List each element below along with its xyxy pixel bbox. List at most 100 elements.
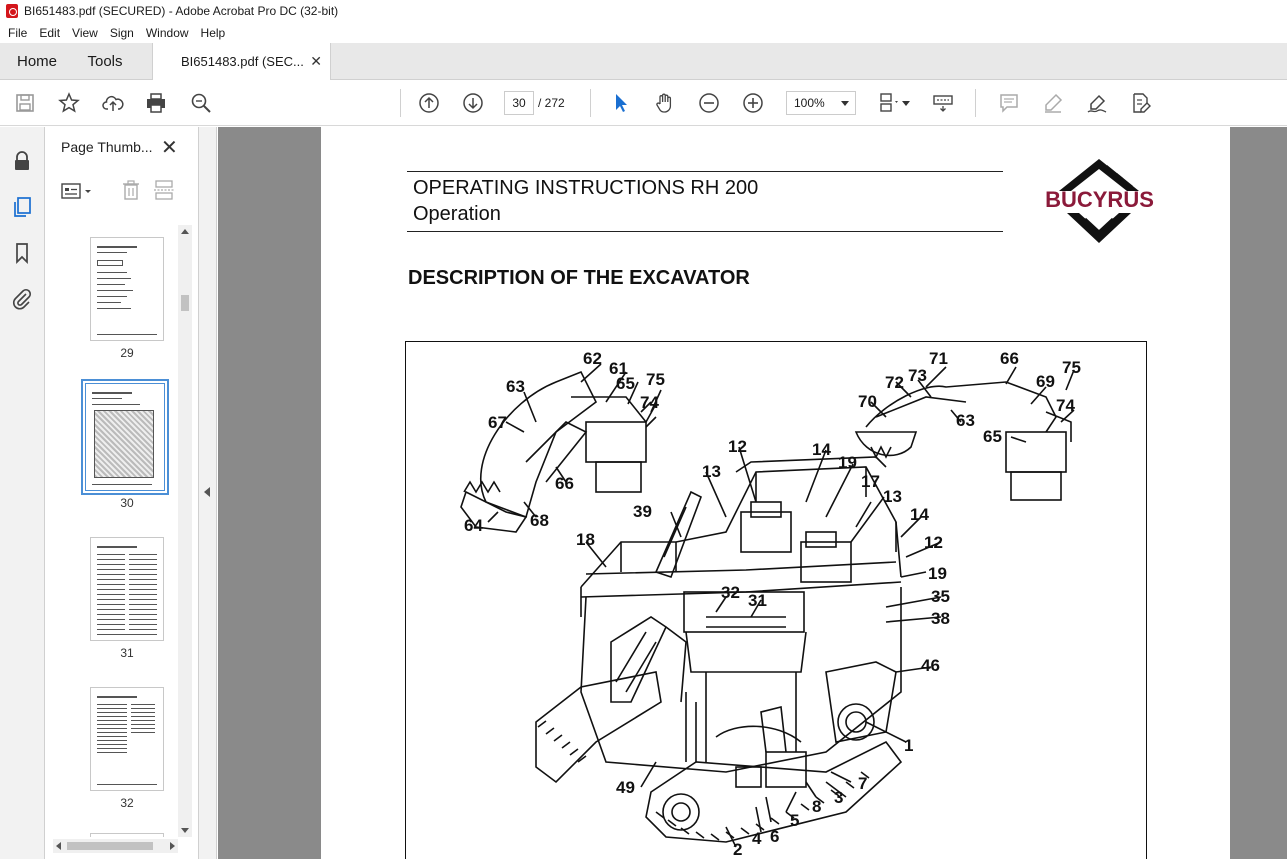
delete-trash-icon[interactable] xyxy=(121,179,141,201)
page-thumbnail[interactable] xyxy=(90,687,164,791)
scrollbar-thumb[interactable] xyxy=(67,842,153,850)
callout-label: 38 xyxy=(931,609,950,628)
callout-label: 66 xyxy=(1000,349,1019,368)
page-thumbnail[interactable] xyxy=(90,237,164,341)
callout-label: 39 xyxy=(633,502,652,521)
callout-label: 14 xyxy=(910,505,929,524)
lock-icon[interactable] xyxy=(10,149,34,173)
thumbnail-options-icon[interactable] xyxy=(61,181,97,201)
chevron-down-icon[interactable] xyxy=(902,101,910,106)
select-cursor-icon[interactable] xyxy=(609,91,633,115)
callout-label: 35 xyxy=(931,587,950,606)
upload-cloud-icon[interactable] xyxy=(101,91,125,115)
edit-document-icon[interactable] xyxy=(1129,91,1153,115)
toolbar-separator xyxy=(400,89,401,117)
zoom-in-icon[interactable] xyxy=(741,91,765,115)
print-icon[interactable] xyxy=(144,91,168,115)
sign-pen-icon[interactable] xyxy=(1085,91,1109,115)
callout-label: 68 xyxy=(530,511,549,530)
bookmark-star-icon[interactable] xyxy=(57,91,81,115)
callout-label: 4 xyxy=(752,829,762,848)
callout-label: 6 xyxy=(770,827,780,846)
callout-label: 63 xyxy=(506,377,525,396)
page-thumbnail[interactable] xyxy=(90,833,164,837)
callout-label: 64 xyxy=(464,516,483,535)
excavator-illustration xyxy=(460,363,1075,848)
title-bar: BI651483.pdf (SECURED) - Adobe Acrobat P… xyxy=(0,0,1287,22)
document-header-title: OPERATING INSTRUCTIONS RH 200 xyxy=(413,177,759,199)
callout-label: 13 xyxy=(883,487,902,506)
tab-home[interactable]: Home xyxy=(16,53,57,70)
toolbar-separator xyxy=(975,89,976,117)
menu-edit[interactable]: Edit xyxy=(39,25,61,40)
thumbnail-tools xyxy=(45,177,178,205)
attachment-paperclip-icon[interactable] xyxy=(10,287,34,311)
menu-sign[interactable]: Sign xyxy=(109,25,134,40)
callout-label: 69 xyxy=(1036,372,1055,391)
zoom-search-icon[interactable] xyxy=(189,91,213,115)
menu-view[interactable]: View xyxy=(72,25,98,40)
tab-document[interactable]: BI651483.pdf (SEC... ✕ xyxy=(152,43,331,80)
callout-label: 74 xyxy=(640,393,659,412)
callout-label: 5 xyxy=(790,811,800,830)
menu-bar: File Edit View Sign Window Help xyxy=(0,22,1287,43)
previous-page-icon[interactable] xyxy=(417,91,441,115)
callout-label: 62 xyxy=(583,349,602,368)
menu-file[interactable]: File xyxy=(8,25,28,40)
scroll-down-icon[interactable] xyxy=(181,828,189,833)
callout-label: 49 xyxy=(616,778,635,797)
insert-pages-icon[interactable] xyxy=(153,179,175,201)
callout-label: 65 xyxy=(983,427,1002,446)
menu-help[interactable]: Help xyxy=(200,25,226,40)
thumbnail-list: 29 30 31 32 xyxy=(45,225,178,837)
close-tab-icon[interactable]: ✕ xyxy=(310,53,322,69)
callout-label: 72 xyxy=(885,373,904,392)
keyboard-tool-icon[interactable] xyxy=(931,91,955,115)
highlight-pen-icon[interactable] xyxy=(1041,91,1065,115)
callout-label: 12 xyxy=(728,437,747,456)
callout-label: 74 xyxy=(1056,396,1075,415)
header-rule-bottom xyxy=(407,231,1003,232)
save-icon[interactable] xyxy=(13,91,37,115)
page-thumbnail[interactable] xyxy=(90,537,164,641)
callout-label: 32 xyxy=(721,583,740,602)
menu-window[interactable]: Window xyxy=(145,25,189,40)
logo-text: BUCYRUS xyxy=(1045,187,1154,212)
callout-label: 73 xyxy=(908,366,927,385)
panel-collapse-strip[interactable] xyxy=(199,127,217,859)
scroll-up-icon[interactable] xyxy=(181,229,189,234)
callout-label: 61 xyxy=(609,359,628,378)
callout-label: 19 xyxy=(838,453,857,472)
left-navigation-rail xyxy=(0,127,45,859)
document-header-subtitle: Operation xyxy=(413,203,501,225)
callout-label: 17 xyxy=(861,472,880,491)
thumbnail-vertical-scrollbar[interactable] xyxy=(178,225,192,837)
thumbnail-horizontal-scrollbar[interactable] xyxy=(53,839,178,853)
zoom-level-select[interactable]: 100% xyxy=(786,91,856,115)
callout-label: 12 xyxy=(924,533,943,552)
document-viewport[interactable]: OPERATING INSTRUCTIONS RH 200 Operation … xyxy=(218,127,1287,859)
page-total-label: / 272 xyxy=(538,96,565,110)
page-number-input[interactable]: 30 xyxy=(504,91,534,115)
zoom-out-icon[interactable] xyxy=(697,91,721,115)
close-panel-icon[interactable]: ✕ xyxy=(161,137,178,159)
page-thumbnails-panel: Page Thumb... ✕ 29 30 xyxy=(45,127,199,859)
callout-label: 67 xyxy=(488,413,507,432)
comment-icon[interactable] xyxy=(997,91,1021,115)
scrollbar-thumb[interactable] xyxy=(181,295,189,311)
hand-tool-icon[interactable] xyxy=(653,91,677,115)
callout-label: 31 xyxy=(748,591,767,610)
next-page-icon[interactable] xyxy=(461,91,485,115)
page-fit-icon[interactable] xyxy=(877,91,901,115)
tab-tools[interactable]: Tools xyxy=(87,53,123,70)
bookmarks-icon[interactable] xyxy=(10,241,34,265)
page-thumbnails-icon[interactable] xyxy=(10,195,34,219)
callout-label: 14 xyxy=(812,440,831,459)
toolbar-separator xyxy=(590,89,591,117)
page-thumbnail-selected[interactable] xyxy=(81,379,169,495)
scroll-right-icon[interactable] xyxy=(170,842,175,850)
callout-label: 3 xyxy=(834,788,844,807)
collapse-left-icon[interactable] xyxy=(204,487,210,497)
main-toolbar xyxy=(0,80,1287,126)
scroll-left-icon[interactable] xyxy=(56,842,61,850)
